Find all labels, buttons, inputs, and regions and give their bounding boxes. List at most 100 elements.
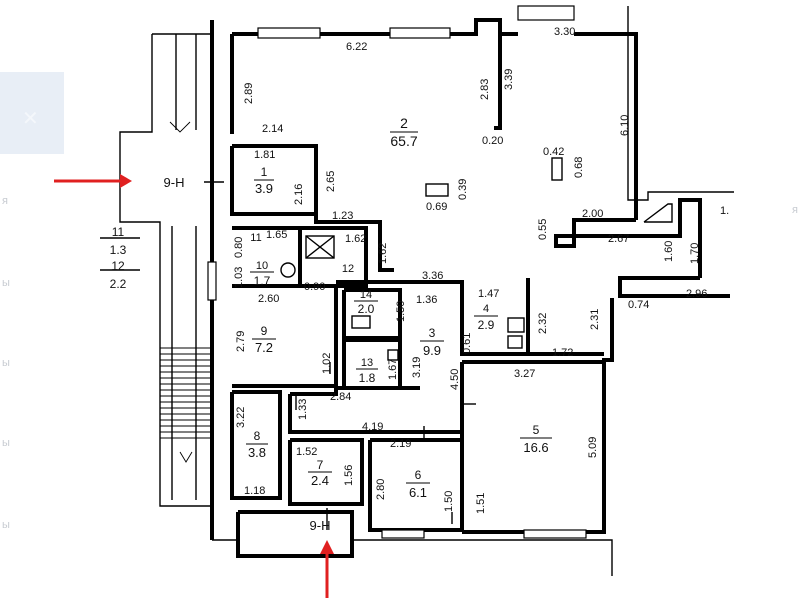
dim-3-36: 3.36 bbox=[422, 270, 443, 282]
room-3-area: 9.9 bbox=[423, 343, 441, 358]
dim-2-96: 2.96 bbox=[686, 288, 707, 300]
room-13-number: 13 bbox=[361, 357, 373, 369]
dim-1-36: 1.36 bbox=[416, 294, 437, 306]
dim-1-50: 1.50 bbox=[395, 301, 407, 322]
dim-1-50b: 1.50 bbox=[443, 491, 455, 512]
dim-3-30: 3.30 bbox=[554, 26, 575, 38]
wall-shaft bbox=[300, 226, 368, 288]
dim-0-69: 0.69 bbox=[426, 201, 447, 213]
wall-right-bottom bbox=[602, 298, 614, 534]
room-14-area: 2.0 bbox=[358, 302, 375, 316]
room-8-number: 8 bbox=[254, 429, 261, 443]
dim-6-10: 6.10 bbox=[619, 115, 631, 136]
section-cuts bbox=[204, 181, 328, 530]
arrows bbox=[54, 174, 334, 598]
sink-4b bbox=[507, 335, 523, 349]
dim-1-33: 1.33 bbox=[297, 399, 309, 420]
window-1 bbox=[257, 27, 321, 39]
dim-0-61: 0.61 bbox=[461, 333, 473, 354]
stair-outline bbox=[119, 34, 212, 507]
arrow-bottom-head bbox=[320, 540, 334, 554]
sink-14 bbox=[351, 315, 371, 329]
room-6-area: 6.1 bbox=[409, 485, 427, 500]
dim-2-00: 2.00 bbox=[582, 208, 603, 220]
arrow-left-head bbox=[120, 174, 132, 188]
dim-2-80: 2.80 bbox=[375, 479, 387, 500]
room-1-number: 1 bbox=[261, 165, 268, 179]
room-12-number: 12 bbox=[111, 259, 125, 273]
window-4 bbox=[381, 529, 425, 539]
dim-2-32: 2.32 bbox=[537, 313, 549, 334]
dim-0-39: 0.39 bbox=[457, 179, 469, 200]
dim-1-18: 1.18 bbox=[244, 485, 265, 497]
room-2-area: 65.7 bbox=[390, 133, 417, 149]
window-5 bbox=[523, 529, 587, 539]
room-6-number: 6 bbox=[415, 468, 422, 482]
wall-entrance bbox=[236, 510, 354, 558]
dim-3-39: 3.39 bbox=[503, 69, 515, 90]
dim-2-31: 2.31 bbox=[589, 309, 601, 330]
dim-6-22: 6.22 bbox=[346, 41, 367, 53]
dim-1-81: 1.81 bbox=[254, 149, 275, 161]
dim-2-16: 2.16 bbox=[293, 184, 305, 205]
room-13-area: 1.8 bbox=[359, 371, 376, 385]
room-5-area: 16.6 bbox=[523, 440, 548, 455]
wall-room8 bbox=[230, 390, 282, 500]
dim-0-90: 0.90 bbox=[304, 281, 325, 293]
wall-right-low bbox=[618, 276, 730, 298]
room-7-number: 7 bbox=[317, 458, 324, 472]
vent-shaft bbox=[305, 235, 335, 259]
room-7-area: 2.4 bbox=[311, 473, 329, 488]
ghost-text-2: ы bbox=[2, 277, 10, 289]
wall-room6 bbox=[368, 438, 464, 532]
dim-2-84: 2.84 bbox=[330, 391, 351, 403]
dim-3-27: 3.27 bbox=[514, 368, 535, 380]
dim-1-70: 1.70 bbox=[689, 243, 701, 264]
dim-0-74: 0.74 bbox=[628, 299, 649, 311]
dim-2-89: 2.89 bbox=[243, 83, 255, 104]
wall-wc bbox=[232, 226, 302, 288]
dim-1-62: 1.62 bbox=[345, 233, 366, 245]
wall-core-top bbox=[336, 280, 528, 356]
room-11-area: 1.3 bbox=[110, 243, 127, 257]
stair-treads bbox=[160, 347, 212, 439]
section-mark-left: 9-H bbox=[164, 175, 185, 190]
dim-2-79: 2.79 bbox=[235, 331, 247, 352]
dim-0-42: 0.42 bbox=[543, 146, 564, 158]
background-overlay: ✕ я ы ы ы ы я bbox=[0, 72, 798, 531]
dim-1-65: 1.65 bbox=[266, 229, 287, 241]
dim-0-55: 0.55 bbox=[537, 219, 549, 240]
dim-1-62b: 1.62 bbox=[377, 243, 389, 264]
dim-1-56: 1.56 bbox=[343, 465, 355, 486]
toilet-bowl bbox=[280, 262, 296, 278]
section-mark-bottom: 9-H bbox=[310, 518, 331, 533]
overlay-close-icon: ✕ bbox=[22, 108, 39, 130]
sink-13 bbox=[387, 349, 399, 361]
dim-4-50: 4.50 bbox=[449, 369, 461, 390]
dim-1-51: 1.51 bbox=[475, 493, 487, 514]
stair-arrow-bottom bbox=[179, 451, 193, 463]
dim-2-19: 2.19 bbox=[390, 438, 411, 450]
ghost-text-6: я bbox=[792, 204, 798, 216]
column-right bbox=[551, 157, 563, 181]
room-11-number-inner: 11 bbox=[250, 232, 261, 244]
room-14-number: 14 bbox=[360, 289, 372, 301]
room-1-area: 3.9 bbox=[255, 181, 273, 196]
fixtures bbox=[280, 157, 673, 524]
room-11-number: 11 bbox=[112, 225, 125, 239]
window-6 bbox=[207, 261, 217, 301]
dim-3-19: 3.19 bbox=[411, 357, 423, 378]
wall-bottom-outer bbox=[352, 539, 613, 576]
dim-2-67: 2.67 bbox=[608, 233, 629, 245]
dim-1-23: 1.23 bbox=[332, 210, 353, 222]
room-4-number: 4 bbox=[483, 303, 489, 315]
room-3-number: 3 bbox=[429, 326, 436, 340]
room-labels: 1 3.9 2 65.7 3 9.9 4 2.9 5 16.6 6 6.1 7 … bbox=[110, 115, 552, 533]
room-10-number: 10 bbox=[256, 260, 268, 272]
dim-1-72: 1.72 bbox=[552, 347, 573, 359]
column-center bbox=[425, 183, 449, 197]
wall-corridor-top bbox=[290, 386, 420, 396]
dim-1-03: 1.03 bbox=[233, 267, 245, 288]
